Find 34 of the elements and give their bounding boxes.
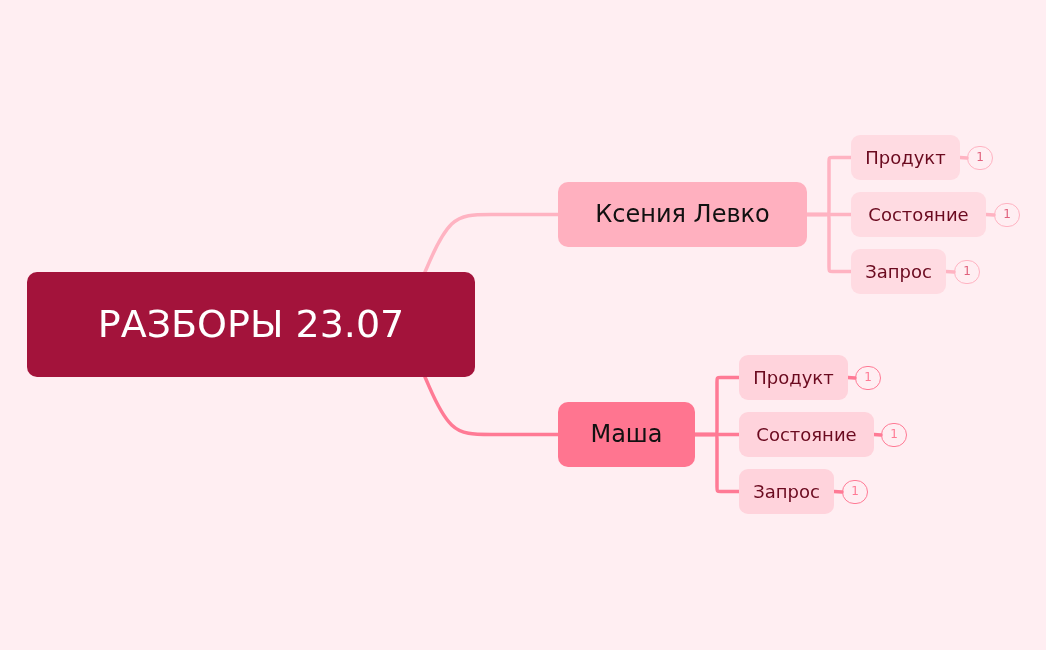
count-text: 1: [890, 428, 898, 442]
central-topic-box: [27, 272, 475, 377]
subtopic-box: [739, 355, 848, 400]
subtopic-box: [851, 192, 986, 237]
topic-box: [558, 402, 695, 467]
connector-line: [423, 375, 560, 437]
count-text: 1: [963, 265, 971, 279]
subtopic-box: [739, 412, 874, 457]
subtopic-box: [851, 249, 946, 294]
connector-line: [805, 212, 853, 274]
subtopic-label: Запрос: [753, 481, 820, 502]
subtopic-box: [739, 469, 834, 514]
connector-line: [846, 375, 857, 380]
connector-line: [984, 212, 996, 217]
connector-line: [423, 212, 560, 274]
subtopic-box: [851, 135, 960, 180]
subtopic-label: Состояние: [756, 424, 857, 445]
connector-line: [872, 432, 883, 437]
central-topic-label: РАЗБОРЫ 23.07: [97, 303, 405, 346]
count-text: 1: [851, 485, 859, 499]
subtopic-label: Продукт: [865, 147, 946, 168]
subtopic-label: Продукт: [753, 367, 834, 388]
count-text: 1: [1003, 208, 1011, 222]
subtopic-label: Состояние: [868, 204, 969, 225]
connector-line: [693, 432, 741, 494]
topic-box: [558, 182, 807, 247]
connector-line: [832, 489, 844, 494]
count-text: 1: [976, 151, 984, 165]
connector-line: [944, 269, 956, 274]
connector-line: [958, 155, 969, 160]
count-text: 1: [864, 371, 872, 385]
topic-label: Ксения Левко: [595, 201, 770, 228]
topic-label: Маша: [590, 421, 663, 448]
subtopic-label: Запрос: [865, 261, 932, 282]
